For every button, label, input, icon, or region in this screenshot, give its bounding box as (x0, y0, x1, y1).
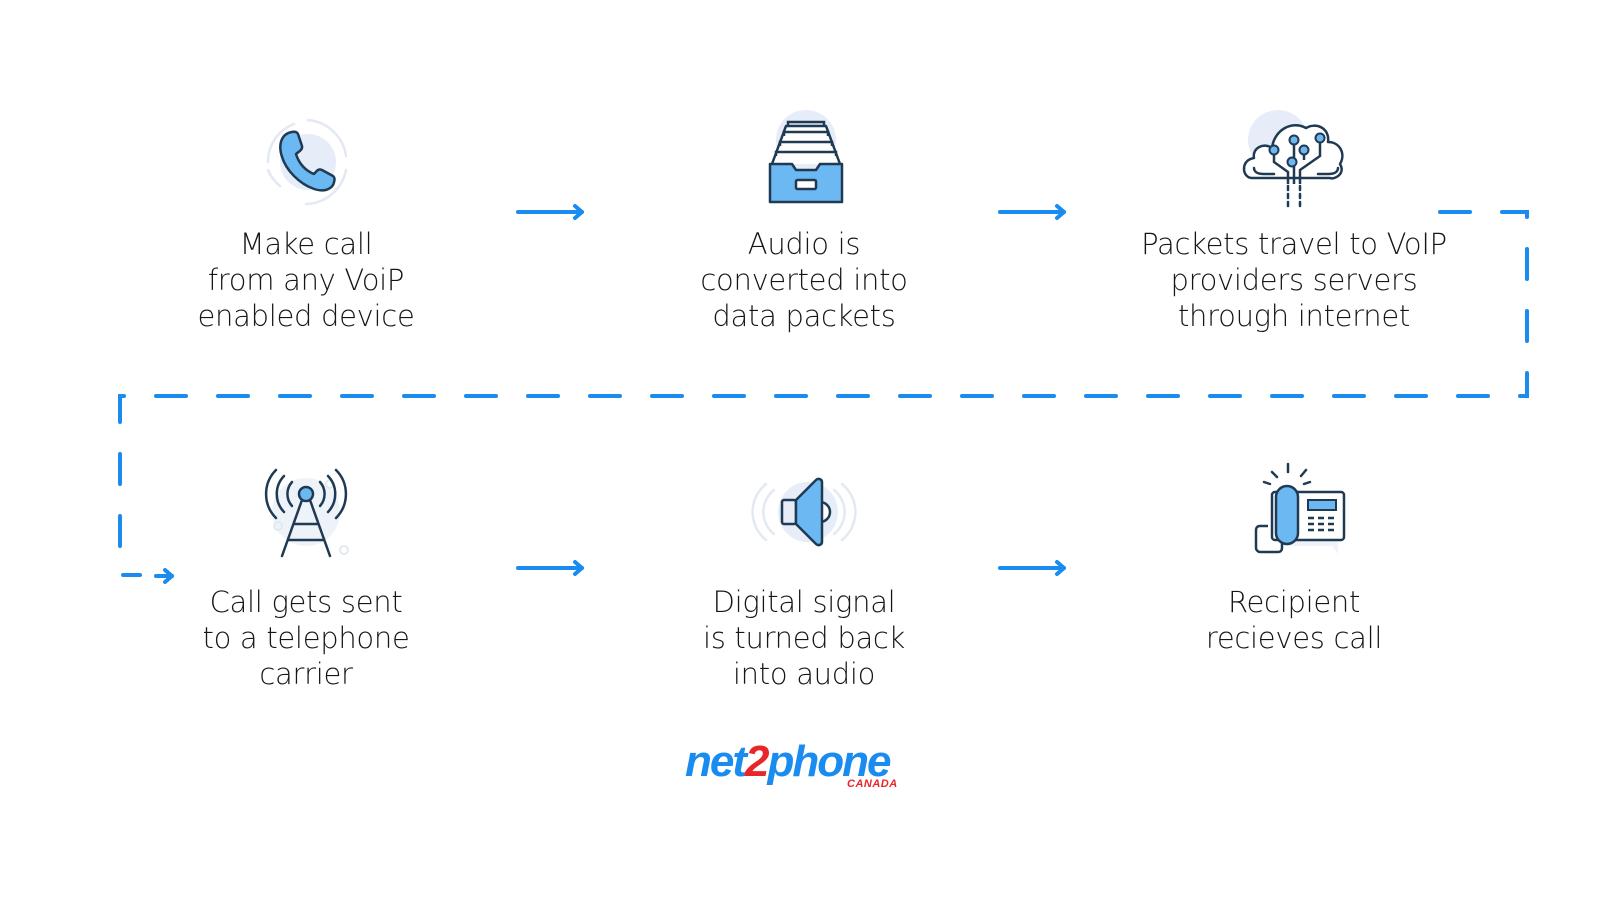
step-label: Audio is converted into data packets (624, 226, 984, 334)
logo-part-phone: phone (767, 737, 891, 786)
step-label: Recipient recieves call (1114, 584, 1474, 656)
logo-part-net: net (685, 737, 747, 786)
label-line: Packets travel to VoIP (1141, 227, 1447, 261)
step-label: Call gets sent to a telephone carrier (126, 584, 486, 692)
label-line: Recipient (1227, 585, 1361, 619)
speaker-icon (751, 477, 857, 547)
label-line: into audio (732, 657, 876, 691)
label-line: converted into (700, 263, 908, 297)
label-line: Audio is (747, 227, 861, 261)
step-label: Digital signal is turned back into audio (624, 584, 984, 692)
arrow-2-to-3 (998, 204, 1066, 220)
radio-tower-icon (264, 468, 349, 558)
file-drawer-icon (768, 110, 844, 204)
arrow-4-to-5 (516, 560, 584, 576)
arrow-1-to-2 (516, 204, 584, 220)
label-line: is turned back (702, 621, 906, 655)
logo-part-2: 2 (745, 737, 770, 786)
cloud-network-icon (1242, 110, 1344, 210)
step-label: Make call from any VoiP enabled device (126, 226, 486, 334)
arrow-5-to-6 (998, 560, 1066, 576)
phone-handset-icon (266, 118, 348, 206)
label-line: from any VoiP (207, 263, 405, 297)
label-line: carrier (259, 657, 353, 691)
label-line: recieves call (1205, 621, 1383, 655)
label-line: Make call (239, 227, 373, 261)
label-line: Call gets sent (209, 585, 403, 619)
label-line: Digital signal (712, 585, 896, 619)
label-line: through internet (1177, 299, 1410, 333)
step-label: Packets travel to VoIP providers servers… (1114, 226, 1474, 334)
label-line: data packets (712, 299, 896, 333)
label-line: to a telephone (202, 621, 410, 655)
label-line: enabled device (197, 299, 415, 333)
logo-wordmark: net2phone (685, 737, 891, 786)
dashed-connector-arrowhead (154, 568, 174, 584)
net2phone-canada-logo: net2phone CANADA (685, 740, 925, 800)
logo-subtitle: CANADA (847, 778, 898, 790)
desk-phone-icon (1254, 462, 1346, 554)
label-line: providers servers (1170, 263, 1418, 297)
